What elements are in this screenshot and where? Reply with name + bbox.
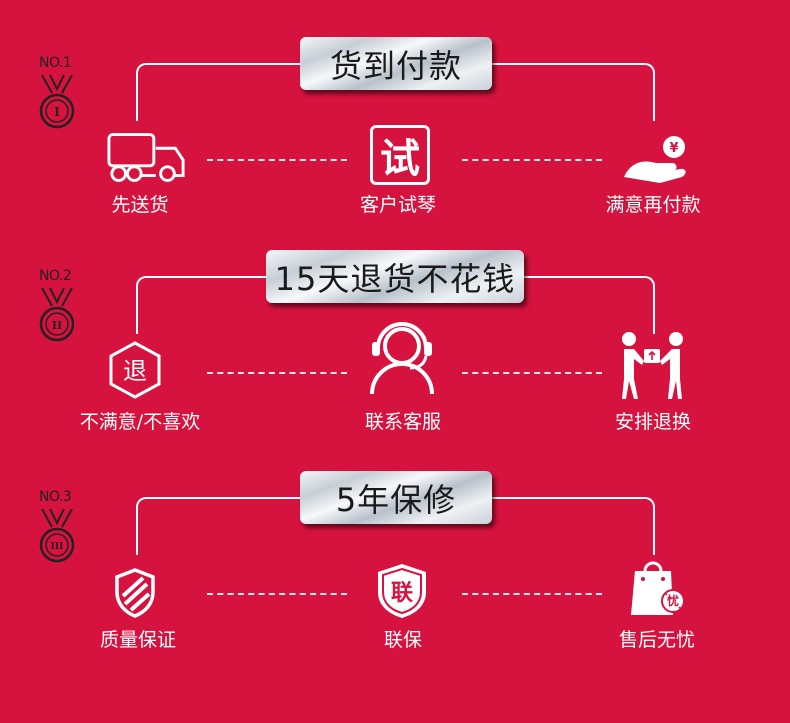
dashed-connector [207,372,347,374]
step-label: 不满意/不喜欢 [79,411,201,433]
step-label: 联保 [383,629,422,651]
section-5-year-warranty: NO.3 III 5年保修 质量保证 联 联保 忧 售后无忧 [0,471,790,717]
section-title: 货到付款 [300,37,492,90]
dashed-connector [462,593,602,595]
medal-icon: I [39,74,75,129]
people-exchange-package-icon [612,332,692,399]
section-number: NO.3 [39,489,72,505]
shield-icon [95,563,175,623]
section-number: NO.1 [39,55,72,71]
dashed-connector [462,372,602,374]
step-label: 售后无忧 [618,629,695,651]
shopping-bag-icon: 忧 [618,557,698,617]
step-label: 满意再付款 [605,194,701,216]
customer-service-headset-icon [362,322,442,395]
return-hexagon-icon: 退 [95,340,175,400]
dashed-connector [462,159,602,161]
section-cash-on-delivery: NO.1 I 货到付款 先送货 试 客户试琴 ¥ 满意再付款 [0,37,790,283]
svg-text:联: 联 [391,581,413,606]
medal-numeral: II [52,319,62,332]
medal-icon: II [39,287,75,342]
step-label: 先送货 [111,194,169,216]
medal-numeral: I [54,105,60,119]
medal-numeral: III [51,542,64,552]
hand-with-coin-icon: ¥ [615,128,695,188]
section-title: 15天退货不花钱 [266,250,524,303]
section-title: 5年保修 [300,471,492,524]
truck-icon [107,128,187,188]
dashed-connector [207,159,347,161]
try-badge-icon: 试 [360,125,440,185]
shield-badge-icon: 联 [362,561,442,621]
step-label: 安排退换 [614,411,691,433]
dashed-connector [207,593,347,595]
step-label: 联系客服 [364,411,441,433]
bag-glyph: 忧 [666,594,679,608]
section-15-day-return: NO.2 II 15天退货不花钱 退 不满意/不喜欢 联系客服 安排退换 [0,250,790,496]
svg-text:¥: ¥ [669,141,678,156]
svg-text:退: 退 [123,357,147,385]
section-number: NO.2 [39,268,72,284]
medal-icon: III [39,508,75,563]
step-label: 质量保证 [99,629,176,651]
step-label: 客户试琴 [359,194,436,216]
